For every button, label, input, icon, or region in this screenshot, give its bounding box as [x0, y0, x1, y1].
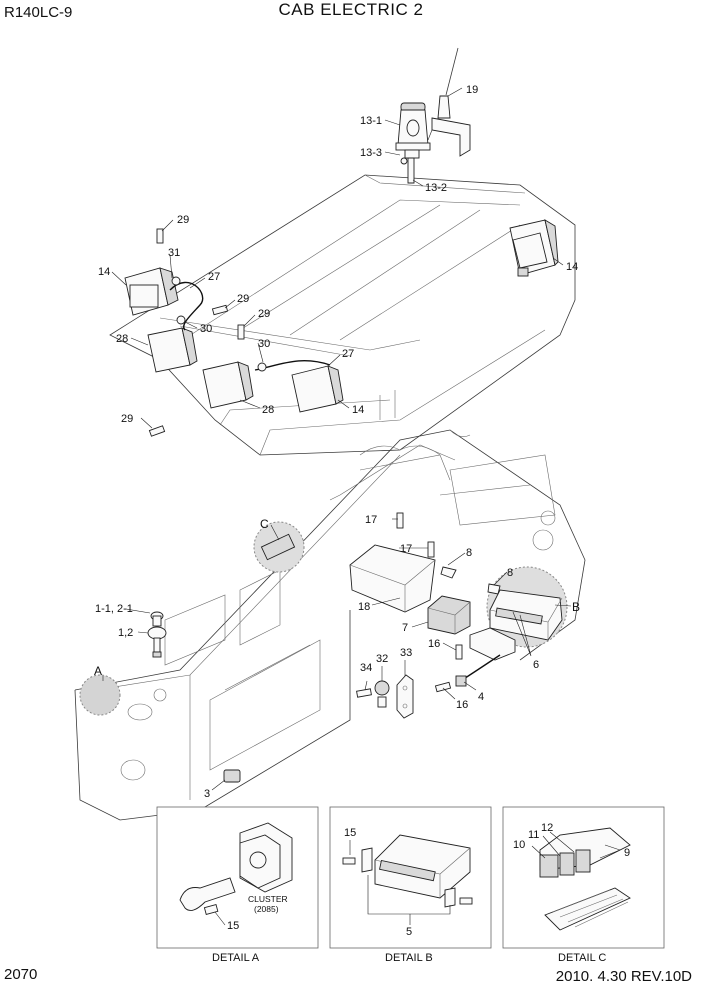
work-lamp-left-rear: [124, 267, 179, 316]
callout-4: 4: [478, 691, 484, 703]
detail-b-callout-15: 15: [344, 827, 356, 839]
detail-b-callout-5: 5: [406, 926, 412, 938]
connector-4: [455, 675, 467, 687]
callout-17: 17: [365, 514, 377, 526]
key-switch: [147, 611, 167, 658]
detail-c-callout-12: 12: [541, 822, 553, 834]
beacon-lamp: [395, 102, 431, 184]
detail-c-callout-11: 11: [528, 829, 539, 841]
callout-28: 28: [262, 404, 274, 416]
detail-callout-b: B: [572, 600, 580, 614]
callout-29: 29: [121, 413, 133, 425]
detail-callout-c: C: [260, 517, 269, 531]
callout-27: 27: [208, 271, 220, 283]
callout-29: 29: [237, 293, 249, 305]
controller-box: [349, 544, 436, 613]
cluster-part-number: (2085): [254, 904, 279, 914]
cluster-label: CLUSTER: [248, 894, 288, 904]
wire-harness-27a: [169, 281, 204, 331]
callout-13-2: 13-2: [425, 182, 447, 194]
callout-6: 6: [533, 659, 539, 671]
callout-19: 19: [466, 84, 478, 96]
work-lamp-right-rear: [509, 219, 559, 277]
callout-29: 29: [177, 214, 189, 226]
buzzer: [374, 680, 390, 708]
detail-b-label: DETAIL B: [385, 952, 433, 964]
detail-marker-a: [79, 674, 121, 716]
callout-32: 32: [376, 653, 388, 665]
callout-14: 14: [566, 261, 578, 273]
mounting-bracket: [396, 674, 414, 719]
callout-30: 30: [200, 323, 212, 335]
callout-1-1-2-1: 1-1, 2-1: [95, 603, 133, 615]
callout-3: 3: [204, 788, 210, 800]
plug-cap: [223, 769, 241, 783]
detail-b-box: 15 5: [329, 806, 492, 949]
callout-30: 30: [258, 338, 270, 350]
callout-33: 33: [400, 647, 412, 659]
callout-13-1: 13-1: [360, 115, 382, 127]
callout-16: 16: [428, 638, 440, 650]
callout-31: 31: [168, 247, 180, 259]
work-lamp-28a: [147, 327, 198, 373]
relay-block: [427, 595, 471, 635]
detail-c-callout-9: 9: [624, 847, 630, 859]
detail-c-label: DETAIL C: [558, 952, 606, 964]
callout-7: 7: [402, 622, 408, 634]
detail-marker-c: [253, 521, 305, 573]
callout-27: 27: [342, 348, 354, 360]
detail-a-callout-15: 15: [227, 920, 239, 932]
bolts-29: [148, 228, 267, 437]
callout-16: 16: [456, 699, 468, 711]
callout-8: 8: [507, 567, 513, 579]
speaker-bracket: [469, 627, 516, 661]
antenna: [427, 47, 471, 157]
fasteners-lower: [356, 512, 501, 698]
detail-callout-a: A: [94, 664, 102, 678]
callout-28: 28: [116, 333, 128, 345]
callout-14: 14: [98, 266, 110, 278]
detail-a-box: 15 CLUSTER (2085): [156, 806, 319, 949]
detail-a-label: DETAIL A: [212, 952, 260, 964]
callout-14: 14: [352, 404, 364, 416]
page-number: 2070: [4, 966, 38, 983]
callout-1-2: 1,2: [118, 627, 133, 639]
work-lamp-28b: [202, 361, 254, 409]
callout-8: 8: [466, 547, 472, 559]
detail-c-callout-10: 10: [513, 839, 525, 851]
detail-c-box: 10 11 12 9: [502, 806, 665, 949]
cab-roof-assembly: [109, 174, 576, 456]
page-title: CAB ELECTRIC 2: [278, 0, 424, 19]
callout-17: 17: [400, 543, 412, 555]
speaker-wire: [461, 654, 501, 681]
model-number: R140LC-9: [4, 4, 73, 21]
leader-lines: [102, 87, 572, 791]
callout-29: 29: [258, 308, 270, 320]
callout-13-3: 13-3: [360, 147, 382, 159]
work-lamp-front: [291, 365, 344, 413]
callout-18: 18: [358, 601, 370, 613]
revision-date: 2010. 4.30 REV.10D: [555, 968, 692, 985]
callout-34: 34: [360, 662, 372, 674]
